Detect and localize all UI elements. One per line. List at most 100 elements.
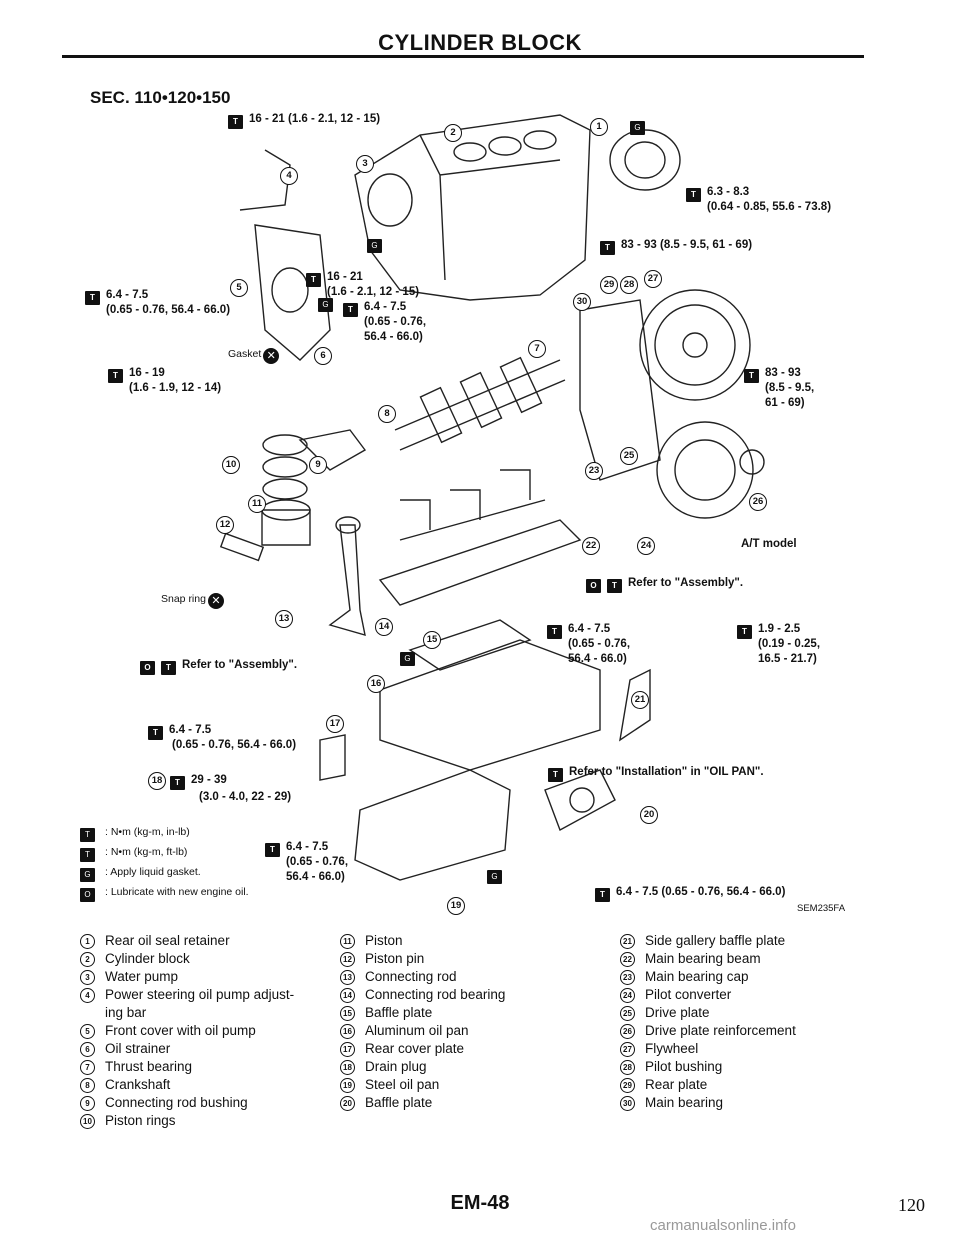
aluminum-oil-pan-shape xyxy=(379,639,601,771)
part-marker-2: 2 xyxy=(444,124,462,142)
part-marker-7: 7 xyxy=(528,340,546,358)
liquid-gasket-icon: G xyxy=(487,870,502,884)
part-marker-18: 18 xyxy=(148,772,166,790)
part-marker-3: 3 xyxy=(356,155,374,173)
steel-oil-pan-shape xyxy=(354,769,511,881)
at-model-label: A/T model xyxy=(741,538,797,550)
part-marker-8: 8 xyxy=(378,405,396,423)
torque-wrench-ft-lb-icon: T xyxy=(228,115,243,129)
baffle-plate-shape xyxy=(408,619,532,671)
page-section-code: EM-48 xyxy=(450,1192,510,1214)
torque-wrench-in-lb-icon: T xyxy=(265,843,280,857)
part-marker-16: 16 xyxy=(367,675,385,693)
connecting-rod-shape xyxy=(328,524,366,636)
rear-cover-plate-shape xyxy=(319,734,346,781)
torque-wrench-ft-lb-icon: T xyxy=(744,369,759,383)
rear-plate-shape xyxy=(579,299,661,481)
part-marker-29: 29 xyxy=(600,276,618,294)
part-marker-25: 25 xyxy=(620,447,638,465)
torque-callout-values: (1.6 - 1.9, 12 - 14) xyxy=(129,382,222,394)
part-marker-24: 24 xyxy=(637,537,655,555)
part-marker-6: 6 xyxy=(314,347,332,365)
part-marker-10: 10 xyxy=(222,456,240,474)
water-pump-shape xyxy=(367,173,413,227)
torque-callout-values: (1.6 - 2.1, 12 - 15) xyxy=(327,286,420,298)
legend-item: G: Apply liquid gasket. xyxy=(80,862,249,882)
snap-ring-label: Snap ring✕ xyxy=(161,592,224,609)
part-marker-14: 14 xyxy=(375,618,393,636)
torque-wrench-ft-lb-icon: T xyxy=(548,768,563,782)
torque-callout-values: (0.65 - 0.76, 56.4 - 66.0) xyxy=(172,739,297,751)
main-bearing-beam-shape xyxy=(378,519,582,606)
torque-callout-values: (3.0 - 4.0, 22 - 29) xyxy=(199,791,292,803)
torque-wrench-in-lb-icon: T xyxy=(343,303,358,317)
torque-wrench-in-lb-icon: T xyxy=(85,291,100,305)
part-marker-28: 28 xyxy=(620,276,638,294)
torque-wrench-ft-lb-icon: T xyxy=(161,661,176,675)
part-marker-11: 11 xyxy=(248,495,266,513)
torque-callout-values: 16.5 - 21.7) xyxy=(758,653,817,665)
replace-part-x-icon: ✕ xyxy=(263,348,280,364)
torque-wrench-ft-lb-icon: T xyxy=(170,776,185,790)
torque-wrench-in-lb-icon: T xyxy=(148,726,163,740)
title-rule xyxy=(62,55,864,58)
page-number: 120 xyxy=(898,1195,925,1215)
part-marker-12: 12 xyxy=(216,516,234,534)
legend: T: N•m (kg-m, in-lb) T: N•m (kg-m, ft-lb… xyxy=(80,822,249,902)
rear-seal-retainer-shape xyxy=(609,129,681,191)
part-marker-1: 1 xyxy=(590,118,608,136)
part-marker-9: 9 xyxy=(309,456,327,474)
piston-rings-shape xyxy=(262,434,308,456)
crankshaft-shape xyxy=(394,359,566,451)
gasket-label: Gasket✕ xyxy=(228,347,280,364)
part-marker-15: 15 xyxy=(423,631,441,649)
part-marker-21: 21 xyxy=(631,691,649,709)
torque-wrench-in-lb-icon: T xyxy=(595,888,610,902)
flywheel-shape xyxy=(639,289,751,401)
liquid-gasket-icon: G xyxy=(80,868,95,882)
part-marker-19: 19 xyxy=(447,897,465,915)
part-marker-22: 22 xyxy=(582,537,600,555)
part-marker-17: 17 xyxy=(326,715,344,733)
replace-part-x-icon: ✕ xyxy=(207,593,224,609)
page-title: CYLINDER BLOCK xyxy=(378,30,582,55)
front-cover-shape xyxy=(254,224,331,361)
torque-wrench-in-lb-icon: T xyxy=(737,625,752,639)
